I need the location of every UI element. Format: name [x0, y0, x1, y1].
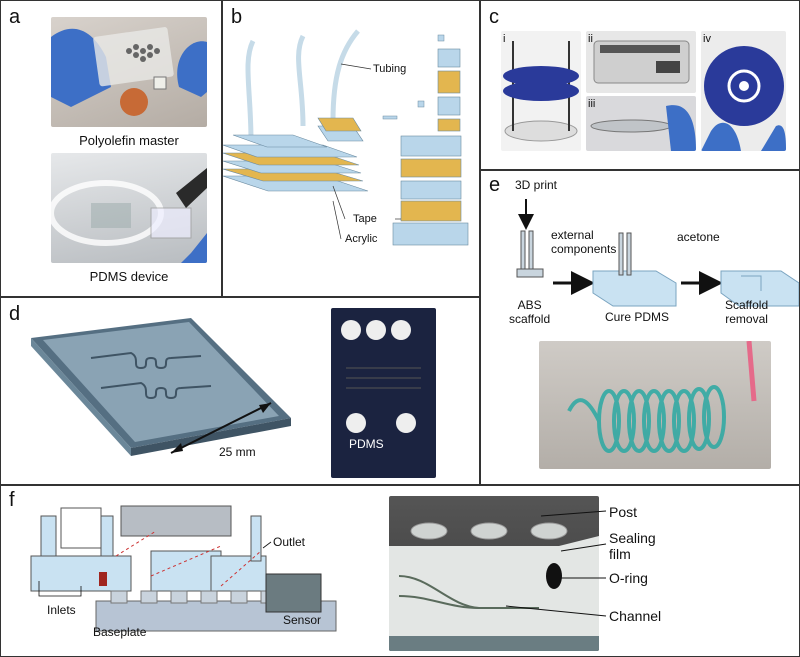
sealing-film-label: Sealing film — [609, 530, 656, 563]
pdms-material-label: PDMS — [349, 437, 384, 451]
panel-c-label: c — [489, 6, 499, 28]
modular-block-diagram — [30, 505, 337, 632]
blue-disc-photo — [701, 31, 786, 151]
chip-schematic — [31, 318, 291, 456]
step-acetone: acetone — [677, 230, 720, 244]
panel-a: a Polyolefin master PDMS device — [0, 0, 222, 297]
sub-label-iii: iii — [588, 98, 596, 110]
panel-c: c i ii iii iv — [480, 0, 800, 170]
panel-f: f Outlet Inlets Sensor Baseplate — [0, 485, 800, 657]
outlet-label: Outlet — [273, 535, 306, 549]
polyolefin-master-caption: Polyolefin master — [79, 133, 179, 148]
sub-label-ii: ii — [588, 33, 593, 45]
pdms-device-caption: PDMS device — [89, 269, 169, 284]
stage-scaffold-removal: Scaffold removal — [725, 298, 769, 326]
panel-a-label: a — [9, 6, 21, 28]
sub-label-i: i — [503, 33, 506, 45]
panel-b: b — [222, 0, 480, 297]
polyolefin-master-photo — [51, 17, 207, 127]
channel-label: Channel — [609, 608, 662, 624]
panel-d: d 25 mm PDMS — [0, 297, 480, 485]
panel-d-label: d — [9, 303, 21, 325]
inlets-label: Inlets — [47, 603, 76, 617]
stacked-disc-photo — [501, 31, 581, 151]
sub-label-iv: iv — [703, 33, 711, 45]
post-label: Post — [609, 504, 638, 520]
scale-label: 25 mm — [219, 445, 256, 459]
stage-cure-pdms: Cure PDMS — [605, 310, 670, 324]
step-3d-print: 3D print — [515, 178, 558, 192]
tubing-label: Tubing — [373, 63, 407, 75]
microfluidic-layer-stack-diagram — [223, 29, 469, 246]
laminator-photo — [586, 31, 696, 93]
step-external-components: external components — [551, 228, 617, 256]
acrylic-label: Acrylic — [345, 233, 378, 245]
oring-label: O-ring — [609, 570, 648, 586]
pdms-device-photo — [51, 153, 207, 263]
panel-e: e 3D print external components acetone A… — [480, 170, 800, 485]
tape-label: Tape — [353, 213, 377, 225]
sensor-label: Sensor — [283, 613, 322, 627]
thin-film-photo — [586, 96, 696, 151]
panel-f-label: f — [9, 489, 15, 511]
photo-leader-lines — [505, 510, 607, 617]
stage-abs-scaffold: ABS scaffold — [509, 298, 551, 326]
panel-b-label: b — [231, 6, 243, 28]
teal-coil-photo — [539, 341, 771, 469]
lego-block-photo — [389, 496, 599, 651]
panel-e-label: e — [489, 174, 501, 196]
scaffold-process-diagram — [516, 199, 799, 307]
pdms-chip-photo — [331, 308, 436, 478]
baseplate-label: Baseplate — [93, 625, 147, 639]
